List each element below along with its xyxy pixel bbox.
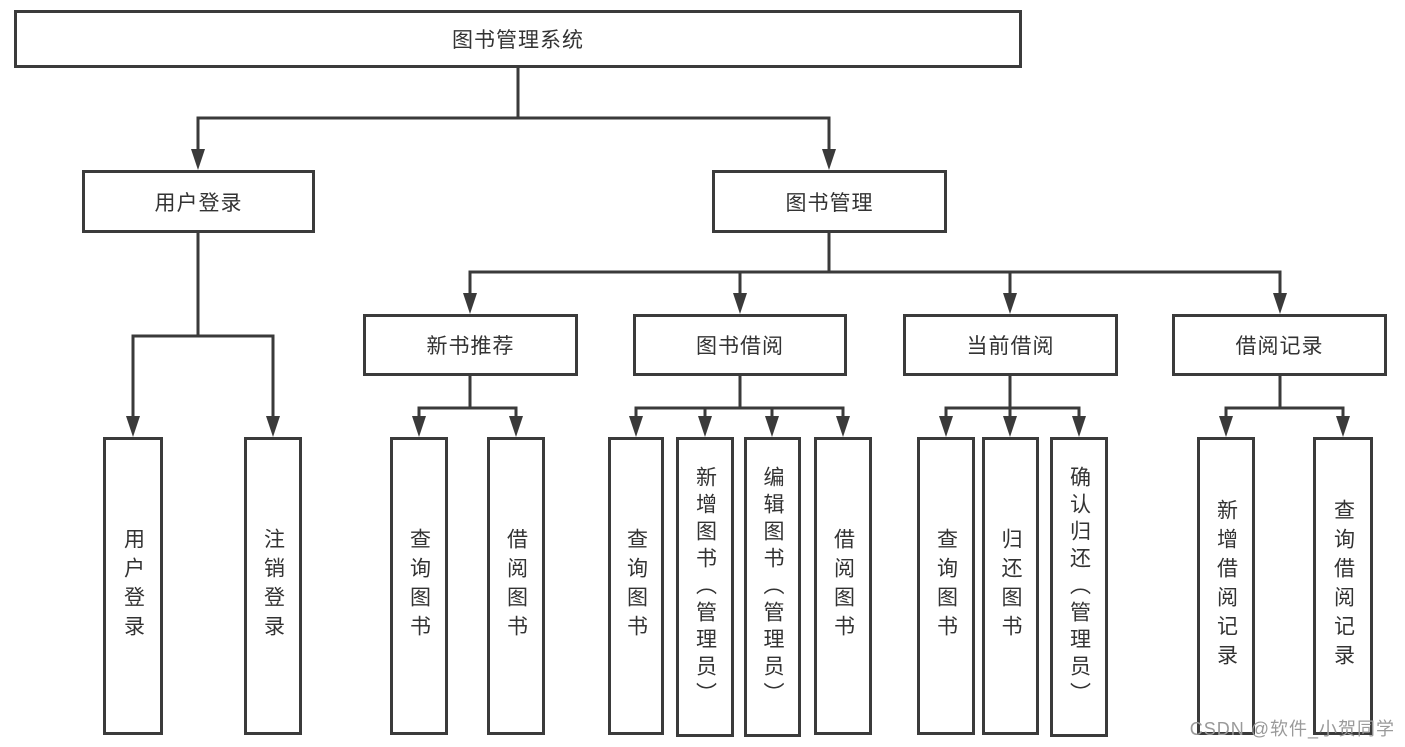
leaf-user-login: 用户登录 — [103, 437, 163, 735]
node-label: 图书借阅 — [696, 335, 784, 358]
leaf-label: 新增借阅记录 — [1214, 499, 1238, 673]
node-book-borrowing: 图书借阅 — [633, 314, 847, 376]
leaf-add-books-admin: 新增图书（管理员） — [676, 437, 734, 737]
leaf-label: 查询图书 — [934, 528, 958, 644]
leaf-label: 用户登录 — [121, 528, 145, 644]
leaf-label: 查询借阅记录 — [1331, 499, 1355, 673]
leaf-edit-books-admin: 编辑图书（管理员） — [744, 437, 801, 737]
node-label: 图书管理 — [785, 191, 874, 215]
leaf-label: 注销登录 — [261, 528, 285, 644]
node-label: 借阅记录 — [1235, 335, 1324, 358]
leaf-add-borrow-record: 新增借阅记录 — [1197, 437, 1255, 735]
leaf-query-books-borrowing: 查询图书 — [608, 437, 664, 735]
leaf-label: 新增图书（管理员） — [693, 465, 717, 709]
leaf-borrow-books-borrowing: 借阅图书 — [814, 437, 872, 735]
node-label: 用户登录 — [154, 191, 243, 215]
node-user-login: 用户登录 — [82, 170, 315, 233]
leaf-logout: 注销登录 — [244, 437, 302, 735]
node-label: 新书推荐 — [426, 335, 515, 358]
leaf-return-books: 归还图书 — [982, 437, 1039, 735]
node-borrow-records: 借阅记录 — [1172, 314, 1387, 376]
node-current-borrowing: 当前借阅 — [903, 314, 1118, 376]
leaf-label: 编辑图书（管理员） — [761, 465, 784, 709]
leaf-query-borrow-record: 查询借阅记录 — [1313, 437, 1373, 735]
leaf-query-books-recommend: 查询图书 — [390, 437, 448, 735]
leaf-confirm-return-admin: 确认归还（管理员） — [1050, 437, 1108, 737]
csdn-watermark: CSDN @软件_小贺同学 — [1189, 719, 1395, 739]
leaf-label: 借阅图书 — [504, 528, 528, 644]
leaf-label: 借阅图书 — [831, 528, 855, 644]
node-label: 图书管理系统 — [452, 29, 584, 52]
leaf-label: 查询图书 — [624, 528, 648, 644]
leaf-label: 归还图书 — [999, 528, 1022, 644]
node-library-management-system: 图书管理系统 — [14, 10, 1022, 68]
node-book-management: 图书管理 — [712, 170, 947, 233]
leaf-query-books-current: 查询图书 — [917, 437, 975, 735]
leaf-borrow-books-recommend: 借阅图书 — [487, 437, 545, 735]
node-new-book-recommend: 新书推荐 — [363, 314, 578, 376]
node-label: 当前借阅 — [966, 335, 1055, 358]
leaf-label: 确认归还（管理员） — [1067, 465, 1091, 709]
leaf-label: 查询图书 — [407, 528, 431, 644]
